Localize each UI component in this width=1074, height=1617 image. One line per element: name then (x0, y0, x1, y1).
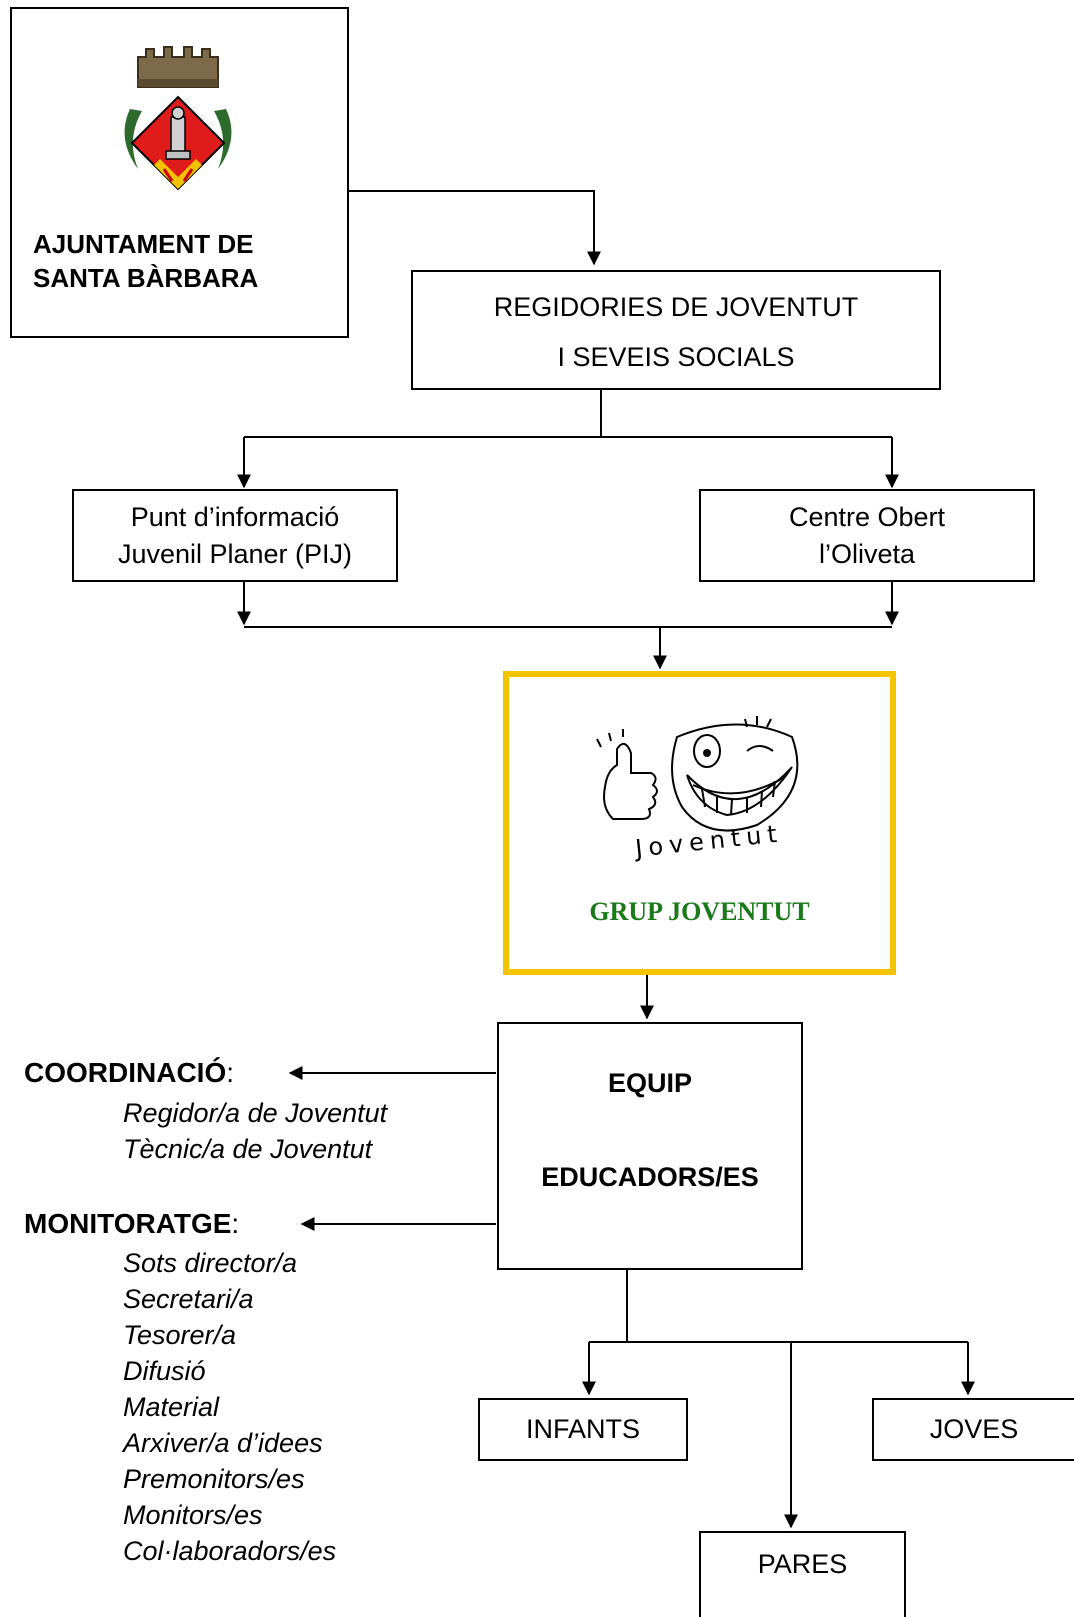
coordinacio-heading-text: COORDINACIÓ (24, 1057, 227, 1088)
monitoratge-role: Tesorer/a (123, 1320, 237, 1350)
pares-box: PARES (699, 1531, 906, 1617)
infants-box: INFANTS (478, 1398, 688, 1461)
coat-of-arms-icon (124, 46, 232, 191)
monitoratge-role: Col·laboradors/es (123, 1536, 337, 1566)
centre-line2: l’Oliveta (818, 539, 916, 569)
regidories-line2: I SEVEIS SOCIALS (557, 342, 795, 372)
monitoratge-role: Premonitors/es (123, 1464, 305, 1494)
coordinacio-role: Tècnic/a de Joventut (123, 1134, 373, 1164)
pares-label: PARES (757, 1549, 848, 1579)
joves-label: JOVES (929, 1414, 1019, 1444)
monitoratge-heading-text: MONITORATGE (24, 1208, 232, 1239)
regidories-label: REGIDORIES DE JOVENTUT I SEVEIS SOCIALS (413, 282, 939, 382)
regidories-line1: REGIDORIES DE JOVENTUT (493, 292, 859, 322)
grup-title: GRUP JOVENTUT (589, 897, 810, 926)
centre-line1: Centre Obert (788, 502, 946, 532)
pij-line1: Punt d’informació (130, 502, 340, 532)
monitoratge-colon: : (231, 1208, 240, 1239)
grup-joventut-box: Joventut GRUP JOVENTUT (503, 671, 896, 975)
centre-label: Centre Obert l’Oliveta (701, 499, 1033, 573)
monitoratge-role: Secretari/a (123, 1284, 254, 1314)
regidories-box: REGIDORIES DE JOVENTUT I SEVEIS SOCIALS (411, 270, 941, 390)
pij-line2: Juvenil Planer (PIJ) (117, 539, 353, 569)
ajuntament-name-line2: SANTA BÀRBARA (33, 263, 259, 293)
monitoratge-role: Sots director/a (123, 1248, 298, 1278)
joves-box: JOVES (872, 1398, 1074, 1461)
winking-smiley-thumbs-up-icon (596, 716, 799, 832)
equip-line2: EDUCADORS/ES (541, 1162, 759, 1192)
equip-line1: EQUIP (607, 1068, 693, 1098)
monitoratge-role: Arxiver/a d’idees (123, 1428, 323, 1458)
ajuntament-box: AJUNTAMENT DE SANTA BÀRBARA (10, 7, 349, 338)
ajuntament-name: AJUNTAMENT DE SANTA BÀRBARA (33, 227, 258, 295)
monitoratge-role: Difusió (123, 1356, 206, 1386)
ajuntament-name-line1: AJUNTAMENT DE (33, 229, 254, 259)
centre-box: Centre Obert l’Oliveta (699, 489, 1035, 582)
coordinacio-roles: Regidor/a de Joventut Tècnic/a de Jovent… (123, 1095, 387, 1167)
coordinacio-heading: COORDINACIÓ: (24, 1057, 234, 1089)
pij-label: Punt d’informació Juvenil Planer (PIJ) (74, 499, 396, 573)
connector-ajuntament-regidories (349, 190, 601, 266)
pij-box: Punt d’informació Juvenil Planer (PIJ) (72, 489, 398, 582)
coordinacio-colon: : (226, 1057, 235, 1088)
monitoratge-role: Material (123, 1392, 220, 1422)
infants-label: INFANTS (525, 1414, 640, 1444)
equip-box: EQUIP EDUCADORS/ES (497, 1022, 803, 1270)
monitoratge-roles: Sots director/a Secretari/a Tesorer/a Di… (123, 1245, 336, 1569)
coordinacio-role: Regidor/a de Joventut (123, 1098, 388, 1128)
monitoratge-heading: MONITORATGE: (24, 1208, 239, 1240)
monitoratge-role: Monitors/es (123, 1500, 263, 1530)
